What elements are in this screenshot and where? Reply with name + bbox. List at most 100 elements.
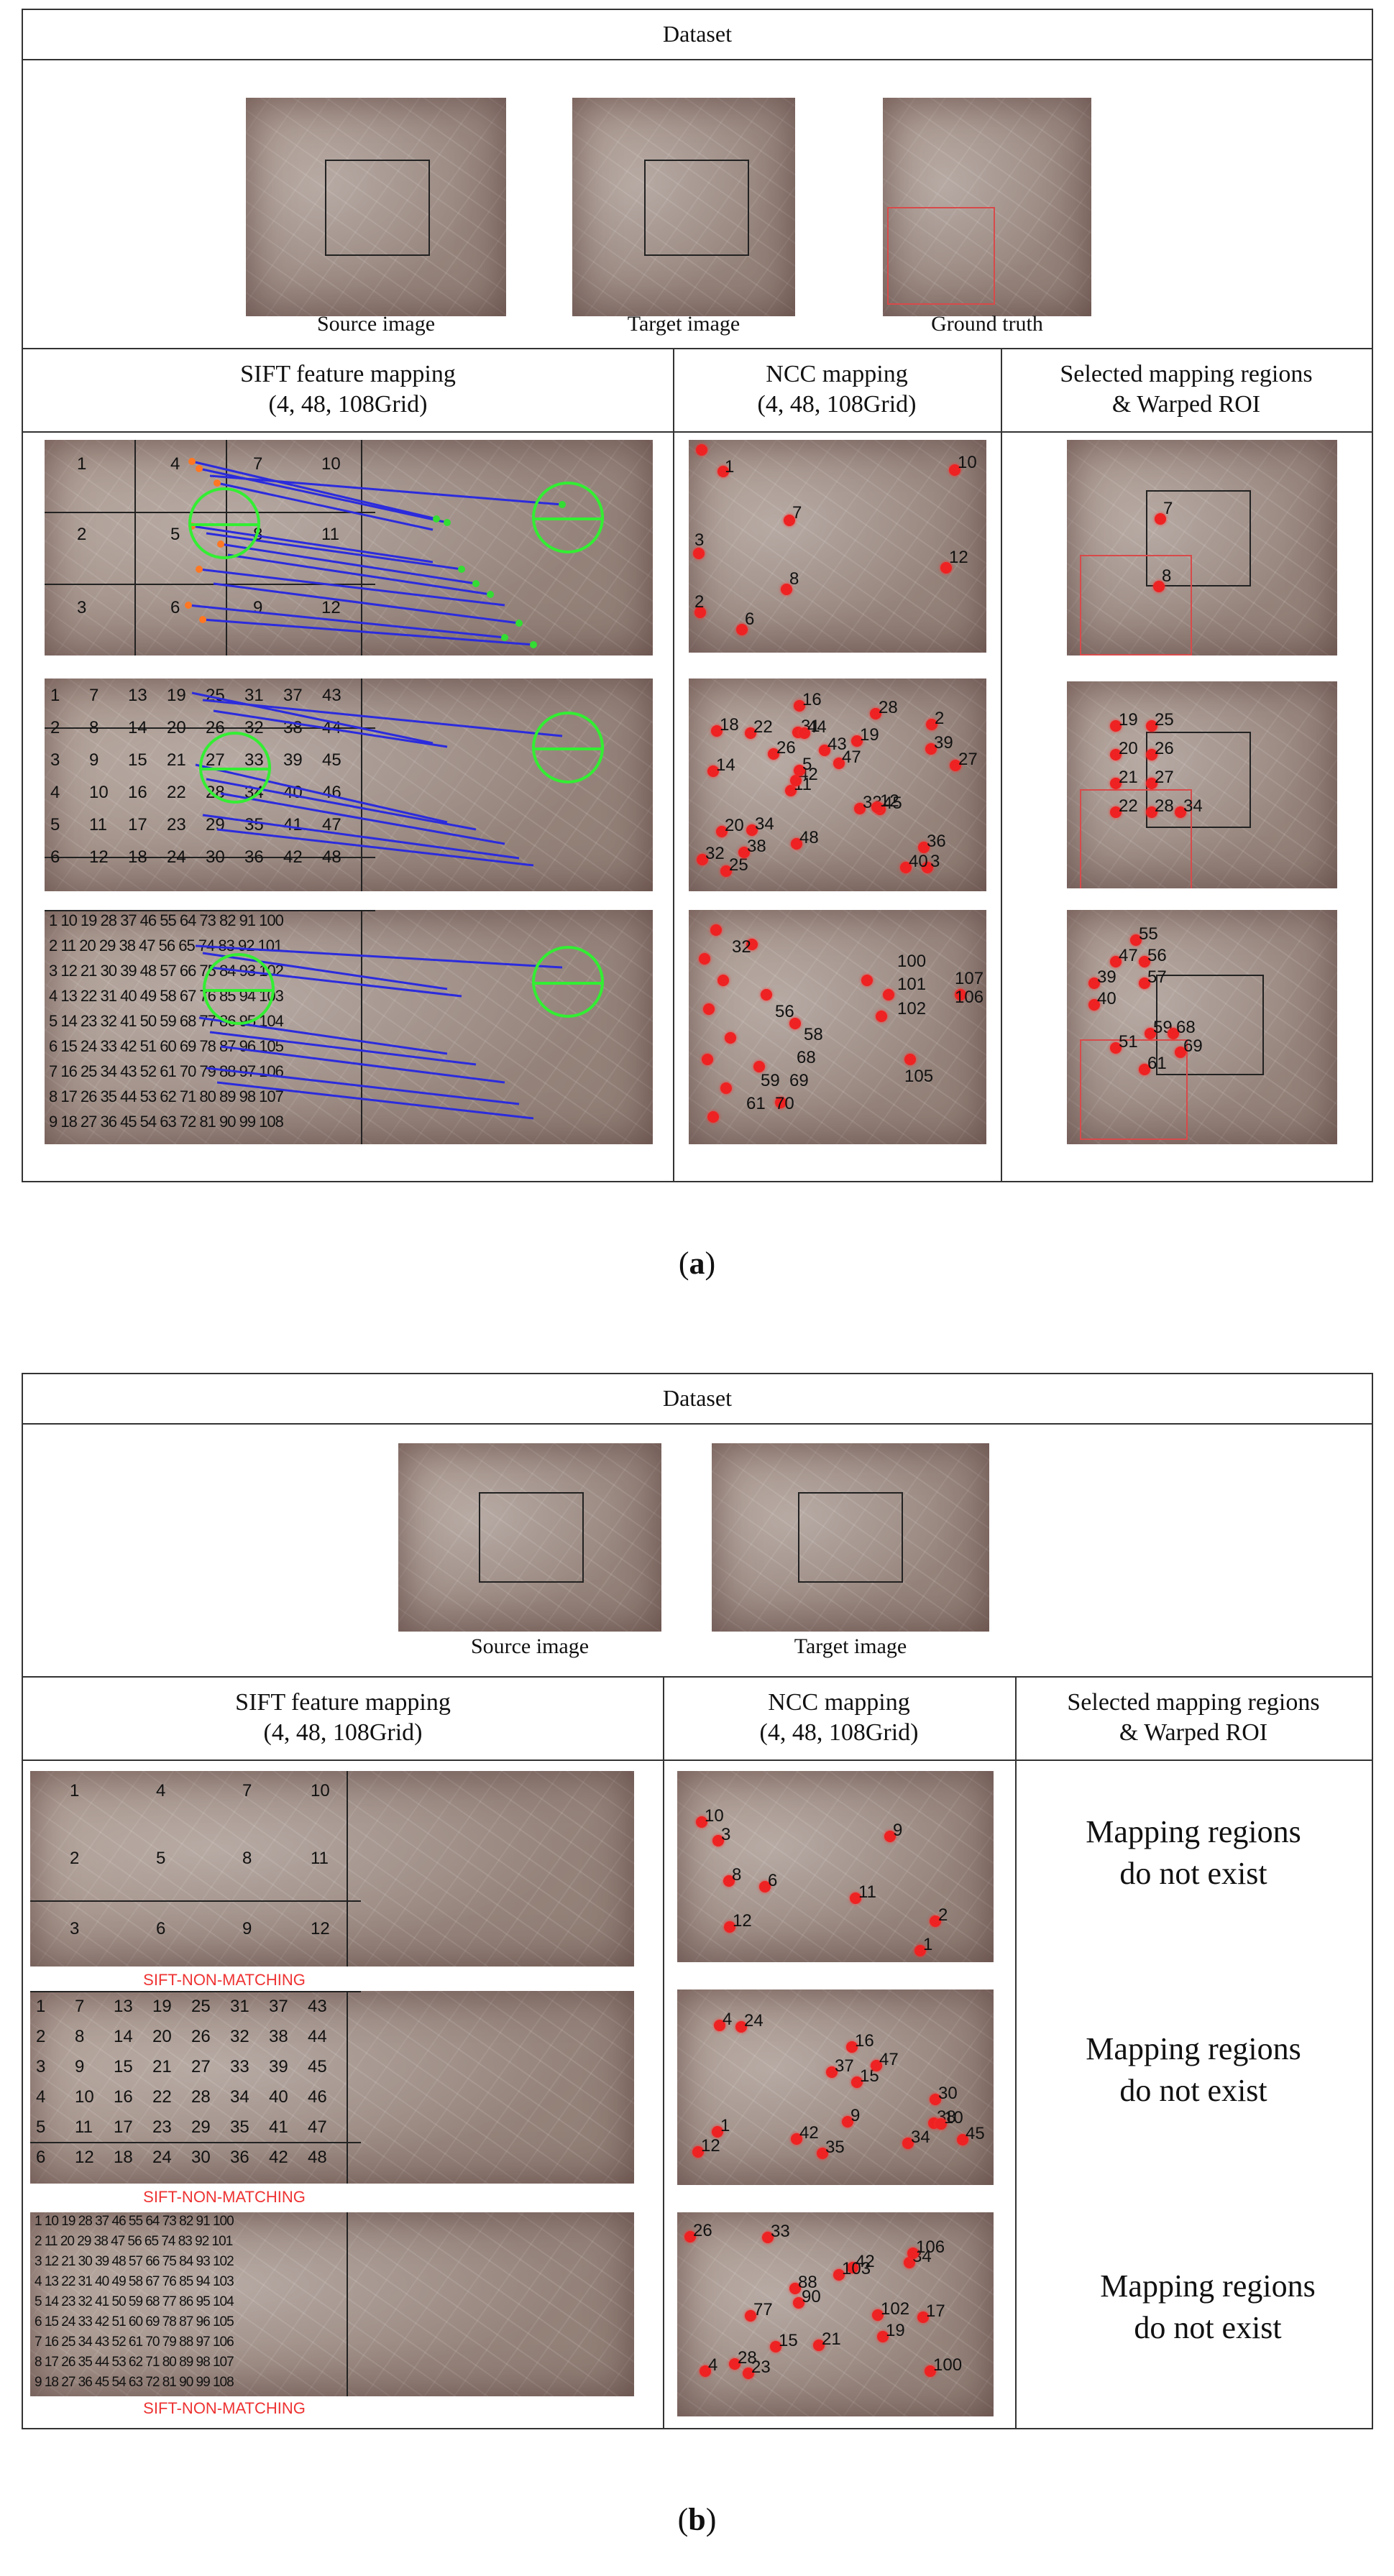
ncc-point-star-icon [819,745,830,756]
panel-b: Dataset Source image Target image SIFT f… [22,1373,1373,2429]
ncc-point-label: 48 [799,828,819,847]
ncc-point-star-icon [902,2138,914,2149]
ncc-point-star-icon [745,2310,756,2322]
selected-point-star-icon [1146,778,1157,789]
selected-point-label: 8 [1162,566,1172,586]
ncc-point-label: 10 [705,1806,724,1826]
ncc-point-star-icon [759,1881,771,1892]
ncc-point-label: 39 [934,733,953,753]
ncc-point-label: 90 [802,2287,821,2306]
selected-point-label: 20 [1119,739,1138,758]
grid-cell-label: 21 [152,2057,172,2076]
ncc-map-4grid: 1 10 7 3 12 8 2 6 [689,440,986,653]
grid-cell-label: 44 [308,2027,327,2046]
ncc-point-star-icon [724,1921,735,1933]
grid-cell-label: 7 [89,686,99,705]
ncc-point-star-icon [700,2365,711,2377]
ncc-point-label: 6 [768,1871,778,1890]
grid-cell-label: 35 [244,815,264,834]
selected-point-label: 69 [1183,1036,1203,1056]
sift-column-header: SIFT feature mapping (4, 48, 108Grid) [240,361,456,418]
ncc-point-star-icon [918,842,930,853]
ncc-point-star-icon [851,2076,863,2088]
selected-point-star-icon [1110,778,1122,789]
ncc-point-star-icon [854,803,866,814]
ncc-point-label: 47 [842,748,861,767]
target-image [712,1443,989,1632]
ncc-point-label: 47 [879,2050,899,2069]
grid-cell-label: 16 [128,783,147,802]
ncc-point-label: 100 [897,952,927,971]
ncc-point-label: 2 [935,709,945,728]
ncc-point-label: 15 [779,2331,798,2350]
grid-cell-label: 4 [36,2087,46,2107]
sift-column-header: SIFT feature mapping (4, 48, 108Grid) [235,1689,451,1746]
ncc-point-label: 23 [751,2358,771,2377]
selected-point-star-icon [1145,1028,1156,1039]
ncc-point-star-icon [692,2146,704,2158]
grid-cell-label: 7 [242,1781,252,1800]
ncc-point-star-icon [871,801,883,813]
ncc-point-label: 100 [933,2355,963,2375]
grid-cell-label: 18 [114,2148,133,2167]
selected-point-label: 51 [1119,1032,1138,1052]
grid-cell-label: 12 [75,2148,94,2167]
grid-cell-label: 19 [152,1997,172,2016]
ncc-point-label: 1 [720,2116,730,2135]
source-image-caption: Source image [470,1634,590,1658]
grid-cell-label: 11 [89,815,107,834]
grid-cell-label: 10 [311,1781,330,1800]
ncc-point-label: 12 [733,1911,752,1931]
ncc-column-header: NCC mapping (4, 48, 108Grid) [759,1689,919,1746]
ncc-point-star-icon [914,1945,926,1956]
grid-row-label: 5 14 23 32 41 50 59 68 77 86 95 104 [35,2294,234,2309]
ncc-point-label: 8 [789,569,799,589]
match-circle-icon [532,482,604,553]
grid-cell-label: 45 [322,750,341,770]
ncc-point-label: 8 [732,1865,742,1885]
ncc-point-label: 14 [716,755,735,775]
grid-cell-label: 31 [244,686,264,705]
grid-cell-label: 10 [89,783,109,802]
match-circle-icon [199,732,271,804]
selected-point-label: 55 [1139,924,1158,944]
ncc-point-star-icon [900,862,912,873]
grid-cell-label: 1 [36,1997,46,2016]
grid-cell-label: 5 [50,815,60,834]
ncc-point-label: 37 [835,2056,854,2076]
ncc-point-star-icon [833,2269,845,2281]
ncc-point-star-icon [746,824,758,836]
grid-cell-label: 46 [322,783,341,802]
grid-cell-label: 10 [75,2087,94,2107]
ncc-point-star-icon [790,775,802,786]
ncc-point-label: 16 [855,2031,874,2051]
sift-map-4grid: 1 4 7 10 2 5 8 11 3 6 9 12 [45,440,653,656]
grid-row-label: 7 16 25 34 43 52 61 70 79 88 97 106 [49,1062,284,1080]
ncc-point-label: 77 [753,2300,773,2319]
ncc-point-star-icon [950,760,961,771]
grid-cell-label: 6 [36,2148,46,2167]
grid-cell-label: 42 [269,2148,288,2167]
grid-cell-label: 7 [253,454,263,474]
ncc-point-label: 10 [944,2108,963,2128]
ncc-point-label: 3 [721,1825,731,1844]
selected-column-header: Selected mapping regions & Warped ROI [1067,1689,1320,1746]
ncc-point-label: 11 [858,1882,876,1902]
ncc-point-star-icon [850,1892,861,1904]
grid-cell-label: 33 [230,2057,249,2076]
ncc-point-star-icon [712,2126,723,2138]
ncc-map-108grid: 32 100 107 101 106 102 105 56 58 68 59 6… [689,910,986,1144]
ncc-point-label: 34 [755,814,774,834]
ncc-point-star-icon [794,765,805,776]
grid-cell-label: 17 [114,2117,133,2137]
non-matching-label: SIFT-NON-MATCHING [143,2399,306,2417]
grid-cell-label: 3 [70,1919,80,1938]
ncc-point-star-icon [793,2297,804,2309]
ncc-point-star-icon [794,700,805,712]
grid-cell-label: 43 [308,1997,327,2016]
ncc-point-label: 106 [955,988,984,1007]
ncc-point-label: 18 [720,715,739,735]
grid-cell-label: 23 [152,2117,172,2137]
ncc-point-star-icon [738,847,750,858]
